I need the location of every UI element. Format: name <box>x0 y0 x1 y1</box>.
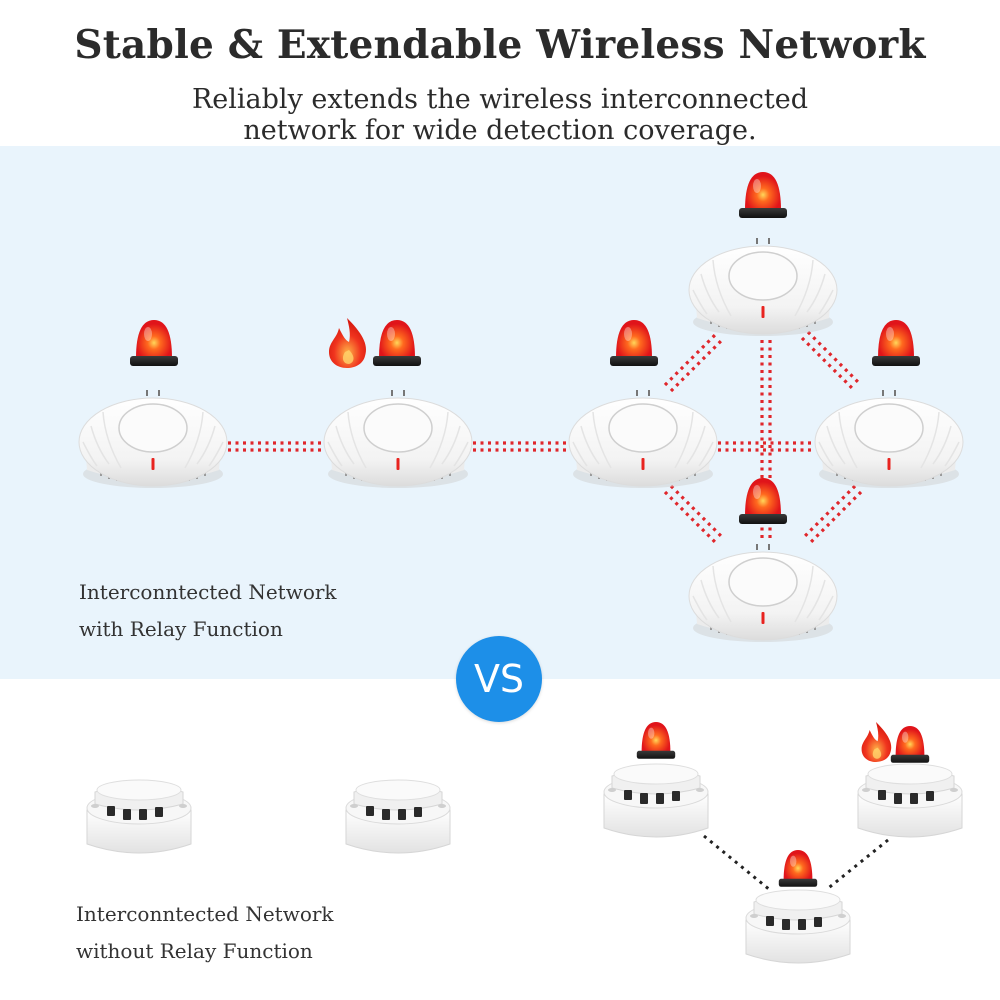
page-subtitle: Reliably extends the wireless interconne… <box>150 84 850 146</box>
relay-caption: Interconntected Network with Relay Funct… <box>79 574 337 648</box>
relay-link <box>663 490 720 547</box>
no-relay-caption-line-2: without Relay Function <box>76 939 313 963</box>
fire-icon <box>861 722 892 762</box>
relay-link <box>806 490 863 547</box>
relay-link <box>669 336 726 393</box>
relay-links <box>228 330 863 547</box>
direct-link <box>825 838 889 892</box>
smoke-detector-icon <box>603 763 709 838</box>
smoke-detector-icon <box>857 763 963 838</box>
smoke-detector-icon <box>745 889 851 964</box>
alarm-beacon-icon <box>610 320 658 366</box>
no-relay-caption: Interconntected Network without Relay Fu… <box>76 896 334 970</box>
smoke-detector-icon <box>345 779 451 854</box>
relay-link <box>806 330 863 387</box>
alarm-beacon-icon <box>636 722 676 759</box>
subtitle-line-2: network for wide detection coverage. <box>243 115 757 146</box>
smoke-detector-icon <box>78 389 228 489</box>
page-title: Stable & Extendable Wireless Network <box>74 22 926 68</box>
smoke-detector-icon <box>688 237 838 337</box>
smoke-detector-icon <box>688 543 838 643</box>
fire-icon <box>329 318 367 368</box>
direct-links <box>703 834 889 892</box>
alarm-beacon-icon <box>739 478 787 524</box>
subtitle-line-1: Reliably extends the wireless interconne… <box>191 84 809 115</box>
relay-caption-line-1: Interconntected Network <box>79 580 337 604</box>
smoke-detector-icon <box>323 389 473 489</box>
alarm-beacon-icon <box>872 320 920 366</box>
relay-caption-line-2: with Relay Function <box>79 617 283 641</box>
relay-link <box>800 484 857 541</box>
smoke-detector-icon <box>568 389 718 489</box>
alarm-beacon-icon <box>890 726 930 763</box>
smoke-detector-icon <box>86 779 192 854</box>
relay-link <box>669 484 726 541</box>
vs-badge: VS <box>456 636 542 722</box>
direct-link <box>703 834 771 892</box>
alarm-beacon-icon <box>373 320 421 366</box>
alarm-beacon-icon <box>778 850 818 887</box>
alarm-beacon-icon <box>739 172 787 218</box>
relay-link <box>663 330 720 387</box>
relay-link <box>800 336 857 393</box>
alarm-beacon-icon <box>130 320 178 366</box>
smoke-detector-icon <box>814 389 964 489</box>
no-relay-caption-line-1: Interconntected Network <box>76 902 334 926</box>
